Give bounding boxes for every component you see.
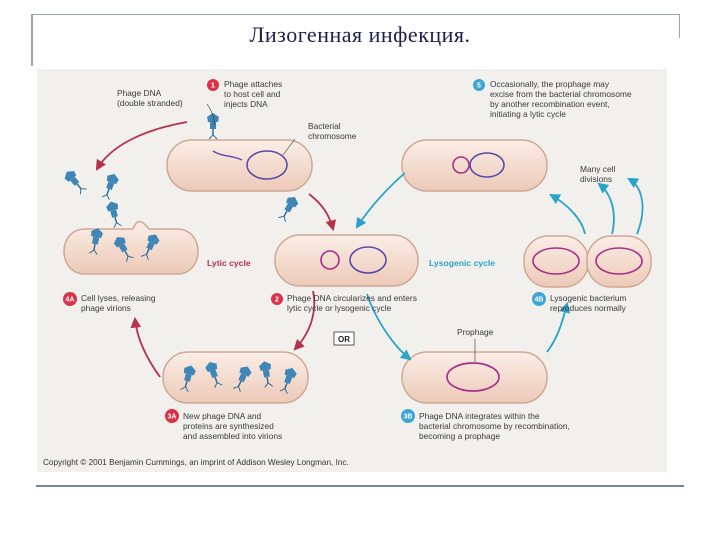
lysogenic-arrow xyxy=(546,301,571,353)
phage-dna-label-sub: (double stranded) xyxy=(117,98,183,108)
step-5-text: excise from the bacterial chromosome xyxy=(490,89,632,99)
step-badge xyxy=(165,409,179,423)
lysogenic-arrow xyxy=(549,193,586,235)
host-cell-step5 xyxy=(401,139,548,192)
step-3a-text: New phage DNA and xyxy=(183,411,262,421)
circular-phage-dna xyxy=(320,250,340,270)
lytic-arrow xyxy=(293,290,316,351)
prophage-label: Prophage xyxy=(457,327,494,337)
lysogenic-arrow xyxy=(355,172,406,229)
lysogeny-diagram: OR Lytic cycle Lysogenic cycle Phage DNA… xyxy=(43,79,652,467)
step-badge xyxy=(473,79,485,91)
free-phage xyxy=(276,193,301,224)
footer-rule xyxy=(36,485,684,487)
svg-text:3B: 3B xyxy=(404,414,413,421)
bacterial-chromosome xyxy=(246,150,288,180)
attached-phage xyxy=(206,112,220,140)
host-cell-step3a xyxy=(162,351,309,404)
released-phage xyxy=(61,167,89,197)
step-4a-text: Cell lyses, releasing xyxy=(81,293,156,303)
step-badge xyxy=(271,293,283,305)
step-3a-text: and assembled into virions xyxy=(183,431,282,441)
title-rule-top xyxy=(31,14,680,15)
step-4b-text: Lysogenic bacterium xyxy=(550,293,627,303)
step-1-text: injects DNA xyxy=(224,99,268,109)
host-cell-step2 xyxy=(274,234,419,287)
lytic-arrow xyxy=(95,121,188,171)
or-box xyxy=(333,331,355,346)
step-1-text: Phage attaches xyxy=(224,79,282,89)
svg-text:1: 1 xyxy=(211,83,215,90)
lytic-arrow xyxy=(308,193,336,232)
svg-text:2: 2 xyxy=(275,297,279,304)
lysing-cell xyxy=(63,220,199,275)
step-3b-text: Phage DNA integrates within the xyxy=(419,411,540,421)
step-badge xyxy=(207,79,219,91)
slide-title: Лизогенная инфекция. xyxy=(249,22,471,47)
host-cell-step3b xyxy=(401,351,548,404)
svg-text:3A: 3A xyxy=(168,414,177,421)
step-3a-text: proteins are synthesized xyxy=(183,421,274,431)
released-phage xyxy=(104,199,125,229)
step-3b-text: becoming a prophage xyxy=(419,431,500,441)
step-2-text: lytic cycle or lysogenic cycle xyxy=(287,303,392,313)
released-phage xyxy=(99,171,121,202)
step-badge xyxy=(401,409,415,423)
host-cell-step1 xyxy=(166,139,313,192)
title-rule-right xyxy=(679,14,680,38)
division-arrow xyxy=(627,177,644,235)
excised-prophage xyxy=(452,156,470,174)
step-badge xyxy=(63,292,77,306)
lysogenic-cycle-label: Lysogenic cycle xyxy=(429,258,495,268)
many-divisions-label-2: divisions xyxy=(580,174,612,184)
lytic-cycle-label: Lytic cycle xyxy=(207,258,251,268)
or-label: OR xyxy=(338,335,350,344)
division-arrow xyxy=(597,182,615,235)
svg-text:4B: 4B xyxy=(535,297,544,304)
step-5-text: Occasionally, the prophage may xyxy=(490,79,610,89)
copyright-line: Copyright © 2001 Benjamin Cummings, an i… xyxy=(43,458,349,467)
phage-dna-label: Phage DNA xyxy=(117,88,162,98)
many-divisions-label: Many cell xyxy=(580,164,616,174)
step-5-text: by another recombination event, xyxy=(490,99,610,109)
prophage-chromosome xyxy=(446,362,500,392)
step-5-text: initiating a lytic cycle xyxy=(490,109,566,119)
title-rule-left xyxy=(31,14,33,66)
step-2-text: Phage DNA circularizes and enters xyxy=(287,293,417,303)
injected-phage-dna xyxy=(212,150,243,161)
bacterial-chromosome-label-2: chromosome xyxy=(308,131,357,141)
lysogenic-arrow xyxy=(366,293,412,361)
step-4b-text: reproduces normally xyxy=(550,303,627,313)
step-badge xyxy=(532,292,546,306)
step-3b-text: bacterial chromosome by recombination, xyxy=(419,421,570,431)
daughter-cell-right xyxy=(586,235,652,288)
step-4a-text: phage virions xyxy=(81,303,131,313)
svg-text:5: 5 xyxy=(477,83,481,90)
svg-text:4A: 4A xyxy=(66,297,75,304)
bacterial-chromosome-label: Bacterial xyxy=(308,121,341,131)
lytic-arrow xyxy=(130,316,161,378)
step-1-text: to host cell and xyxy=(224,89,281,99)
